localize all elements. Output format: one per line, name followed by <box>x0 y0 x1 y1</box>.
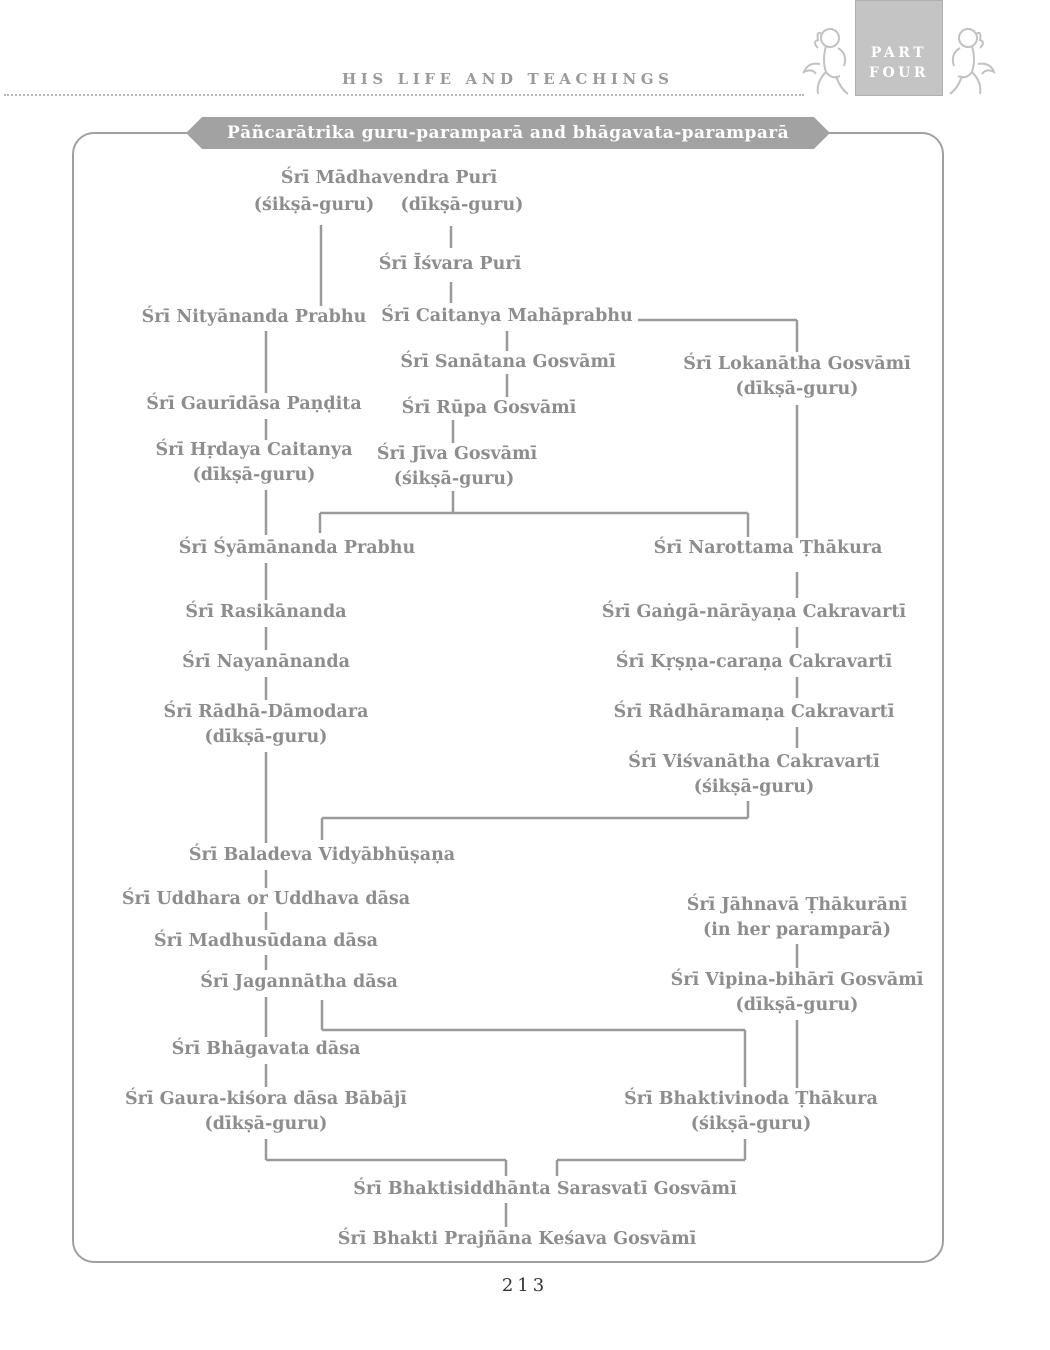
node-role: (dīkṣā-guru) <box>204 727 328 747</box>
node-jagannatha: Śrī Jagannātha dāsa <box>200 972 398 992</box>
node-caitanya-mahaprabhu: Śrī Caitanya Mahāprabhu <box>381 306 633 326</box>
node-ganga-narayana: Śrī Gaṅgā-nārāyaṇa Cakravartī <box>601 602 907 622</box>
node-sanatana-gosvami: Śrī Sanātana Gosvāmī <box>400 352 616 372</box>
lion-crest-icon <box>949 28 996 95</box>
node-gauridasa-pandita: Śrī Gaurīdāsa Paṇḍita <box>146 394 362 414</box>
node-role: (śikṣā-guru) <box>690 1114 812 1134</box>
part-tab: PART FOUR <box>855 0 943 96</box>
node-role: (in her paramparā) <box>703 920 891 940</box>
diagram-title: Pāñcarātrika guru-paramparā and bhāgavat… <box>226 123 790 143</box>
part-label: PART <box>870 45 928 61</box>
title-banner: Pāñcarātrika guru-paramparā and bhāgavat… <box>186 117 830 149</box>
node-hrdaya-caitanya: Śrī Hṛdaya Caitanya <box>155 440 353 460</box>
node-rupa-gosvami: Śrī Rūpa Gosvāmī <box>401 398 577 418</box>
node-role: (dīkṣā-guru) <box>400 195 524 215</box>
node-jahnava-thakurani: Śrī Jāhnavā Ṭhākurānī <box>686 895 908 915</box>
node-rasikananda: Śrī Rasikānanda <box>185 602 347 622</box>
node-bhagavata-dasa: Śrī Bhāgavata dāsa <box>171 1039 361 1059</box>
node-visvanatha-cakravarti: Śrī Viśvanātha Cakravartī <box>628 752 880 772</box>
node-uddhara: Śrī Uddhara or Uddhava dāsa <box>121 889 411 909</box>
node-kesava-gosvami: Śrī Bhakti Prajñāna Keśava Gosvāmī <box>337 1229 697 1249</box>
running-head: HIS LIFE AND TEACHINGS <box>342 70 674 88</box>
node-role: (dīkṣā-guru) <box>735 995 859 1015</box>
node-vipina-bihari: Śrī Vipina-bihārī Gosvāmī <box>670 970 924 990</box>
node-isvara-puri: Śrī Īśvara Purī <box>378 254 522 274</box>
node-madhavendra-puri: Śrī Mādhavendra Purī <box>280 168 498 188</box>
node-syamananda-prabhu: Śrī Śyāmānanda Prabhu <box>178 538 416 558</box>
node-narottama-thakura: Śrī Narottama Ṭhākura <box>653 538 883 558</box>
node-role: (dīkṣā-guru) <box>192 465 316 485</box>
node-jiva-gosvami: Śrī Jīva Gosvāmī <box>376 444 538 464</box>
node-krsna-carana: Śrī Kṛṣṇa-caraṇa Cakravartī <box>615 652 893 672</box>
node-bhaktisiddhanta: Śrī Bhaktisiddhānta Sarasvatī Gosvāmī <box>353 1179 737 1199</box>
node-role: (śikṣā-guru) <box>393 469 515 489</box>
node-nayanananda: Śrī Nayanānanda <box>182 652 350 672</box>
node-lokanatha-gosvami: Śrī Lokanātha Gosvāmī <box>683 354 911 374</box>
node-role: (dīkṣā-guru) <box>204 1114 328 1134</box>
page-number: 213 <box>501 1275 549 1296</box>
node-role: (śikṣā-guru) <box>693 777 815 797</box>
node-radharamana: Śrī Rādhāramaṇa Cakravartī <box>613 702 895 722</box>
node-role: (śikṣā-guru) <box>253 195 375 215</box>
node-gaura-kisora: Śrī Gaura-kiśora dāsa Bābājī <box>125 1089 407 1109</box>
header-dotted-rule <box>4 94 804 96</box>
part-number: FOUR <box>869 65 929 81</box>
node-nityananda-prabhu: Śrī Nityānanda Prabhu <box>141 307 367 327</box>
node-radha-damodara: Śrī Rādhā-Dāmodara <box>163 702 369 722</box>
node-baladeva: Śrī Baladeva Vidyābhūṣaṇa <box>188 845 456 865</box>
lion-crest-icon <box>802 28 849 95</box>
node-bhaktivinoda-thakura: Śrī Bhaktivinoda Ṭhākura <box>624 1089 878 1109</box>
node-role: (dīkṣā-guru) <box>735 379 859 399</box>
node-madhusudana: Śrī Madhusūdana dāsa <box>153 931 379 951</box>
